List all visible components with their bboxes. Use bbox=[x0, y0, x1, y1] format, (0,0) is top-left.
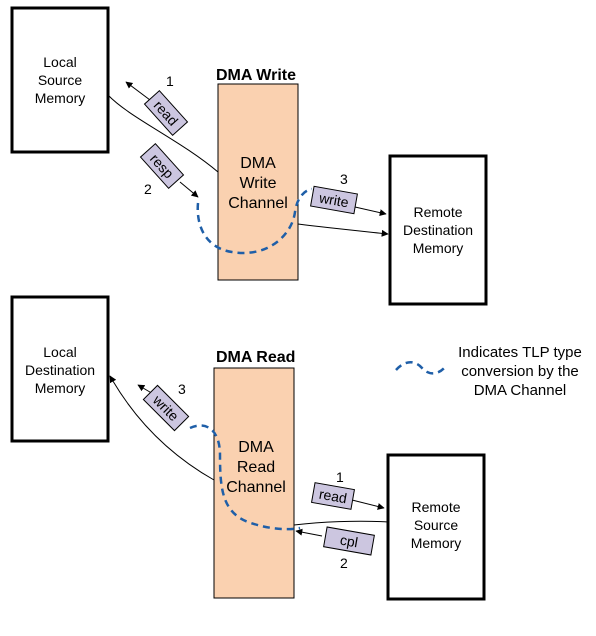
write-step-1-number: 1 bbox=[166, 73, 174, 89]
read-write-tag-box bbox=[142, 384, 190, 432]
write-write-tag: write bbox=[310, 185, 358, 215]
remote-source-memory-label-2: Source bbox=[414, 517, 459, 533]
dashed-curve-icon bbox=[395, 361, 447, 375]
legend-line-2: conversion by the bbox=[461, 363, 579, 380]
write-step-2-number: 2 bbox=[144, 181, 152, 197]
legend-line-1: Indicates TLP type bbox=[458, 344, 582, 361]
read-read-arrow bbox=[351, 499, 385, 510]
read-read-tag: read bbox=[310, 482, 356, 510]
local-source-memory-box: Local Source Memory bbox=[10, 6, 110, 154]
remote-source-memory-box: Remote Source Memory bbox=[386, 453, 486, 601]
dma-write-channel: DMA Write Channel bbox=[217, 83, 299, 281]
dma-write-title: DMA Write bbox=[216, 67, 296, 84]
write-write-arrow bbox=[354, 206, 387, 217]
write-to-remote-arrow bbox=[297, 223, 389, 237]
write-read-arrow-head bbox=[125, 81, 151, 101]
remote-destination-memory-rect bbox=[388, 154, 488, 306]
remote-source-memory-rect bbox=[386, 453, 486, 601]
local-source-memory-label-2: Source bbox=[38, 72, 83, 88]
dma-write-channel-label-3: Channel bbox=[228, 195, 288, 212]
local-destination-memory-label-2: Destination bbox=[25, 362, 95, 378]
remote-destination-memory-box: Remote Destination Memory bbox=[388, 154, 488, 306]
write-tlp-conversion-path bbox=[196, 187, 313, 255]
dma-write-section: Local Source Memory DMA Write DMA Write … bbox=[10, 6, 488, 306]
read-cpl-arrow bbox=[295, 528, 323, 537]
dma-write-channel-label-1: DMA bbox=[240, 155, 276, 172]
write-read-tag-box bbox=[143, 89, 189, 137]
remote-destination-memory-label-3: Memory bbox=[413, 240, 464, 256]
write-read-arrow bbox=[107, 94, 219, 173]
write-write-tag-label: write bbox=[317, 189, 350, 210]
remote-source-memory-label-1: Remote bbox=[411, 499, 460, 515]
read-step-2-number: 2 bbox=[340, 555, 348, 571]
write-write-tag-box bbox=[310, 185, 358, 215]
local-destination-memory-rect bbox=[10, 295, 110, 443]
legend-line-3: DMA Channel bbox=[474, 382, 567, 399]
read-tlp-conversion-path bbox=[189, 424, 301, 531]
dma-read-section: Local Destination Memory DMA Read DMA Re… bbox=[10, 295, 486, 601]
dma-read-channel-label-2: Read bbox=[237, 459, 275, 476]
read-cpl-tag-box bbox=[323, 526, 375, 556]
dma-read-channel-label-1: DMA bbox=[238, 439, 274, 456]
remote-destination-memory-label-2: Destination bbox=[403, 222, 473, 238]
local-source-memory-label-1: Local bbox=[43, 54, 76, 70]
dma-read-title: DMA Read bbox=[216, 349, 295, 366]
local-source-memory-rect bbox=[10, 6, 110, 154]
write-read-tag: read bbox=[143, 89, 189, 137]
dma-write-channel-label-2: Write bbox=[239, 175, 276, 192]
local-destination-memory-label-1: Local bbox=[43, 344, 76, 360]
read-write-arrow bbox=[109, 375, 215, 481]
read-read-tag-box bbox=[310, 482, 356, 510]
remote-destination-memory-label-1: Remote bbox=[413, 204, 462, 220]
dma-read-channel-label-3: Channel bbox=[226, 479, 286, 496]
legend: Indicates TLP type conversion by the DMA… bbox=[395, 344, 582, 399]
local-destination-memory-label-3: Memory bbox=[35, 380, 86, 396]
dma-read-channel: DMA Read Channel bbox=[213, 367, 295, 599]
read-cpl-tag: cpl bbox=[323, 526, 375, 556]
read-step-1-number: 1 bbox=[336, 469, 344, 485]
dma-write-channel-rect bbox=[217, 83, 299, 281]
read-cpl-tag-label: cpl bbox=[339, 532, 359, 551]
remote-source-memory-label-3: Memory bbox=[411, 535, 462, 551]
write-resp-tag-box bbox=[139, 142, 185, 190]
dma-read-channel-rect bbox=[213, 367, 295, 599]
write-step-3-number: 3 bbox=[340, 171, 348, 187]
local-source-memory-label-3: Memory bbox=[35, 90, 86, 106]
read-step-3-number: 3 bbox=[178, 381, 186, 397]
local-destination-memory-box: Local Destination Memory bbox=[10, 295, 110, 443]
remote-to-channel-line bbox=[293, 520, 389, 526]
write-resp-arrow bbox=[179, 181, 199, 198]
read-read-tag-label: read bbox=[318, 486, 348, 507]
